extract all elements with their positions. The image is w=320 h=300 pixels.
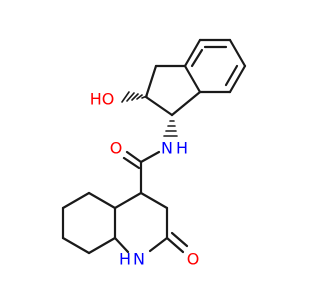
bond	[61, 191, 91, 210]
cyclohexane-ring	[61, 191, 117, 255]
wedge-dash	[126, 92, 135, 102]
wedge-dash	[121, 91, 130, 103]
lactam-o-label: O	[187, 250, 200, 269]
lactam-carbonyl-bond	[170, 231, 189, 248]
bond	[183, 38, 202, 68]
bond	[61, 236, 91, 255]
amide-h-label: H	[176, 139, 188, 158]
bond	[170, 90, 202, 117]
bond	[139, 191, 169, 210]
bond	[183, 64, 202, 94]
amide-o-label: O	[110, 139, 123, 158]
carbonyl-bond	[125, 150, 143, 164]
lactam-ring	[113, 191, 189, 254]
bond-n-carbonyl	[139, 150, 161, 164]
lactam-h-label: H	[119, 250, 131, 269]
carbonyl-bond	[122, 156, 141, 170]
bond	[113, 191, 143, 210]
hashed-wedge-oh	[121, 91, 148, 103]
bond	[87, 236, 117, 255]
bond	[87, 191, 117, 210]
bond	[144, 64, 158, 99]
molecule-canvas: HO N H O N H O	[61, 38, 247, 269]
bond	[113, 236, 130, 254]
hydroxyl-label: HO	[90, 90, 115, 109]
amide-n-label: N	[161, 139, 173, 158]
wedge-dash	[136, 94, 143, 100]
bond	[148, 236, 169, 253]
bond	[228, 38, 247, 68]
hashed-wedge-n	[163, 120, 178, 137]
bond	[144, 95, 174, 117]
benzene-ring	[183, 38, 247, 94]
double-bond-inner	[224, 64, 239, 87]
wedge-dash	[131, 93, 139, 101]
molecule-structure: HO N H O N H O	[61, 38, 247, 269]
lactam-n-label: N	[133, 250, 145, 269]
bond	[228, 64, 247, 94]
lactam-carbonyl-bond	[165, 236, 185, 254]
double-bond-inner	[190, 48, 204, 68]
cyclopentane-ring	[144, 64, 202, 117]
wedge-dash	[141, 95, 148, 99]
